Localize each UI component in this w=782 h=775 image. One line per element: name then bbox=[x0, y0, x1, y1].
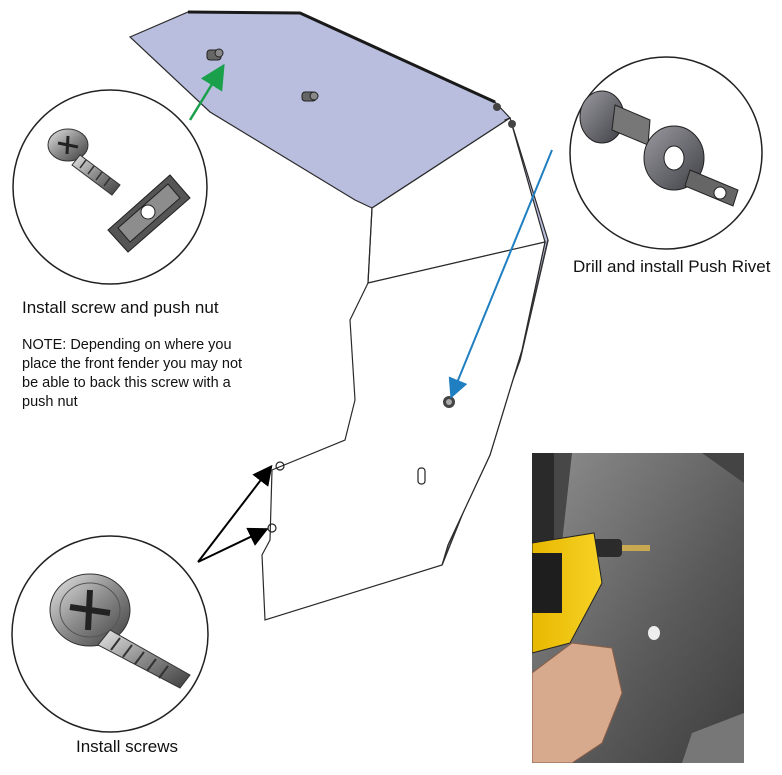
screw-push-nut-callout bbox=[12, 89, 208, 285]
blue-arrow bbox=[448, 149, 553, 399]
green-arrow bbox=[188, 63, 225, 121]
black-arrow-lower bbox=[197, 527, 269, 563]
drill-icon bbox=[532, 453, 744, 763]
panel-rivet bbox=[443, 396, 455, 408]
push-rivet-callout bbox=[569, 56, 763, 250]
screws-callout bbox=[11, 535, 209, 733]
fender-front-face bbox=[261, 117, 546, 621]
note-text: NOTE: Depending on where you place the f… bbox=[22, 337, 243, 410]
install-screw-push-nut-label: Install screw and push nut bbox=[22, 298, 219, 317]
push-rivet-label: Drill and install Push Rivet bbox=[573, 257, 771, 276]
install-screws-label: Install screws bbox=[76, 737, 179, 756]
pan-head-screw-icon bbox=[47, 128, 121, 196]
black-arrow-upper bbox=[197, 464, 273, 563]
top-face-screws bbox=[206, 48, 516, 128]
push-rivet-icon bbox=[579, 90, 739, 207]
push-nut-icon bbox=[107, 174, 191, 253]
pan-head-screw-icon bbox=[49, 573, 191, 689]
drill-photo bbox=[532, 453, 744, 763]
